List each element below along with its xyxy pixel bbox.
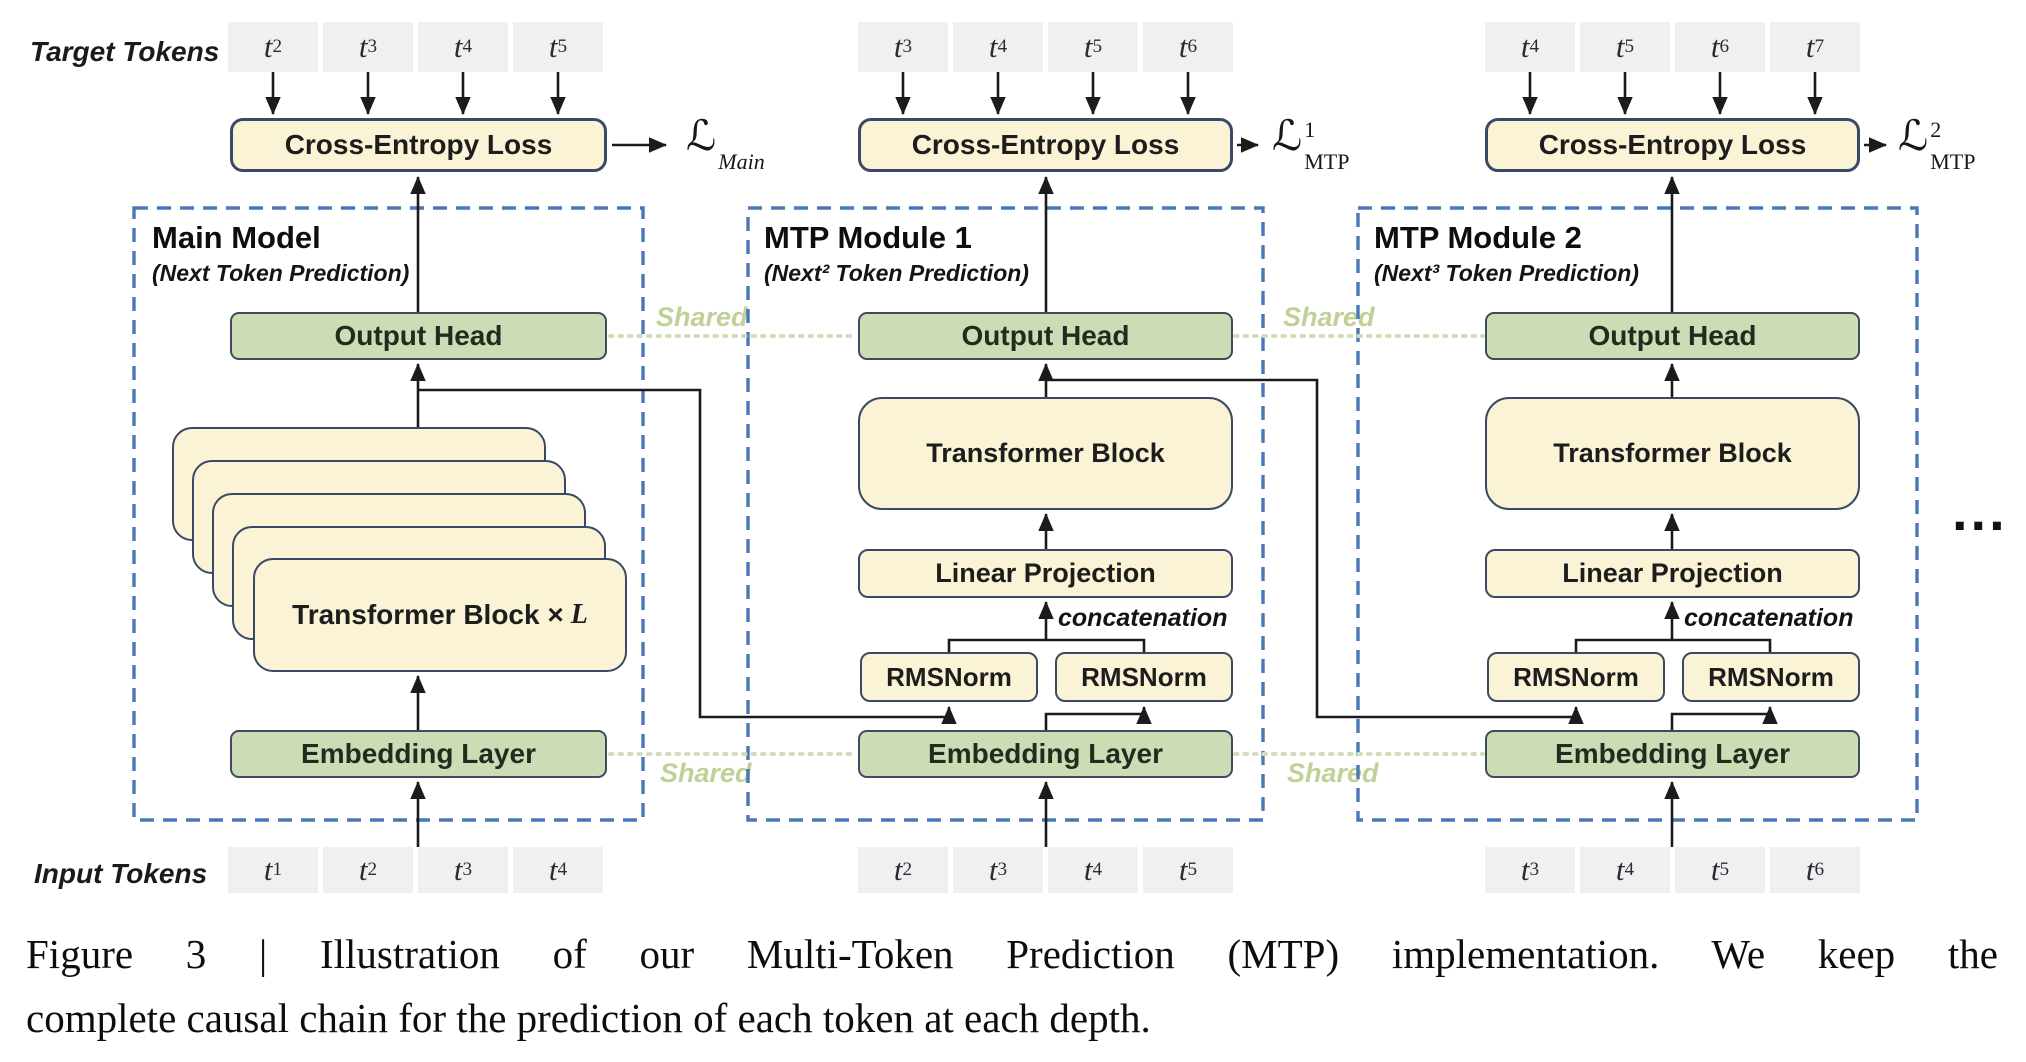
figure-caption-line1: Figure 3 | Illustration of our Multi-Tok… bbox=[26, 931, 1998, 977]
figure-caption-line2: complete causal chain for the prediction… bbox=[26, 995, 1151, 1041]
module-title: Main Model bbox=[152, 220, 321, 255]
cross-entropy-loss-box: Cross-Entropy Loss bbox=[230, 118, 607, 172]
linear-projection-box: Linear Projection bbox=[858, 549, 1233, 598]
more-modules-ellipsis: ... bbox=[1952, 479, 2008, 542]
loss-sup: 2 bbox=[1930, 117, 1942, 142]
concatenation-label: concatenation bbox=[1684, 604, 1854, 632]
module-title: MTP Module 1 bbox=[764, 220, 972, 255]
mtp-module1-dashed-border bbox=[746, 206, 1265, 822]
embedding-layer-box: Embedding Layer bbox=[858, 730, 1233, 778]
rmsnorm-box: RMSNorm bbox=[1682, 652, 1860, 702]
module-subtitle: (Next³ Token Prediction) bbox=[1374, 260, 1639, 286]
transformer-block-label: Transformer Block × bbox=[292, 599, 564, 630]
loss-sub: MTP bbox=[1930, 149, 1976, 174]
loss-script: ℒ bbox=[1898, 114, 1929, 160]
loss-sub: MTP bbox=[1304, 149, 1350, 174]
loss-sup: 1 bbox=[1304, 117, 1316, 142]
input-tokens-label: Input Tokens bbox=[34, 858, 208, 889]
module-subtitle: (Next Token Prediction) bbox=[152, 260, 410, 286]
target-tokens-label: Target Tokens bbox=[30, 36, 220, 67]
loss-sub: Main bbox=[718, 149, 765, 174]
cross-entropy-loss-box: Cross-Entropy Loss bbox=[1485, 118, 1860, 172]
loss-sup bbox=[718, 119, 764, 139]
loss-script: ℒ bbox=[686, 114, 717, 160]
rmsnorm-box: RMSNorm bbox=[1487, 652, 1665, 702]
shared-label: Shared bbox=[1283, 302, 1375, 332]
shared-label: Shared bbox=[1287, 758, 1379, 788]
concatenation-label: concatenation bbox=[1058, 604, 1228, 632]
transformer-block-var: L bbox=[570, 599, 588, 630]
output-head-box: Output Head bbox=[858, 312, 1233, 360]
loss-label-main: ℒ Main bbox=[686, 114, 765, 174]
transformer-block-box: Transformer Block bbox=[858, 397, 1233, 510]
module-subtitle: (Next² Token Prediction) bbox=[764, 260, 1029, 286]
shared-label: Shared bbox=[656, 302, 748, 332]
transformer-block-box: Transformer Block bbox=[1485, 397, 1860, 510]
module-title: MTP Module 2 bbox=[1374, 220, 1582, 255]
output-head-box: Output Head bbox=[1485, 312, 1860, 360]
shared-label: Shared bbox=[660, 758, 752, 788]
output-head-box: Output Head bbox=[230, 312, 607, 360]
rmsnorm-box: RMSNorm bbox=[1055, 652, 1233, 702]
mtp-module2-dashed-border bbox=[1356, 206, 1919, 822]
transformer-block-box: Transformer Block × L bbox=[253, 558, 627, 672]
embedding-layer-box: Embedding Layer bbox=[230, 730, 607, 778]
embedding-layer-box: Embedding Layer bbox=[1485, 730, 1860, 778]
cross-entropy-loss-box: Cross-Entropy Loss bbox=[858, 118, 1233, 172]
rmsnorm-box: RMSNorm bbox=[860, 652, 1038, 702]
loss-script: ℒ bbox=[1272, 114, 1303, 160]
linear-projection-box: Linear Projection bbox=[1485, 549, 1860, 598]
